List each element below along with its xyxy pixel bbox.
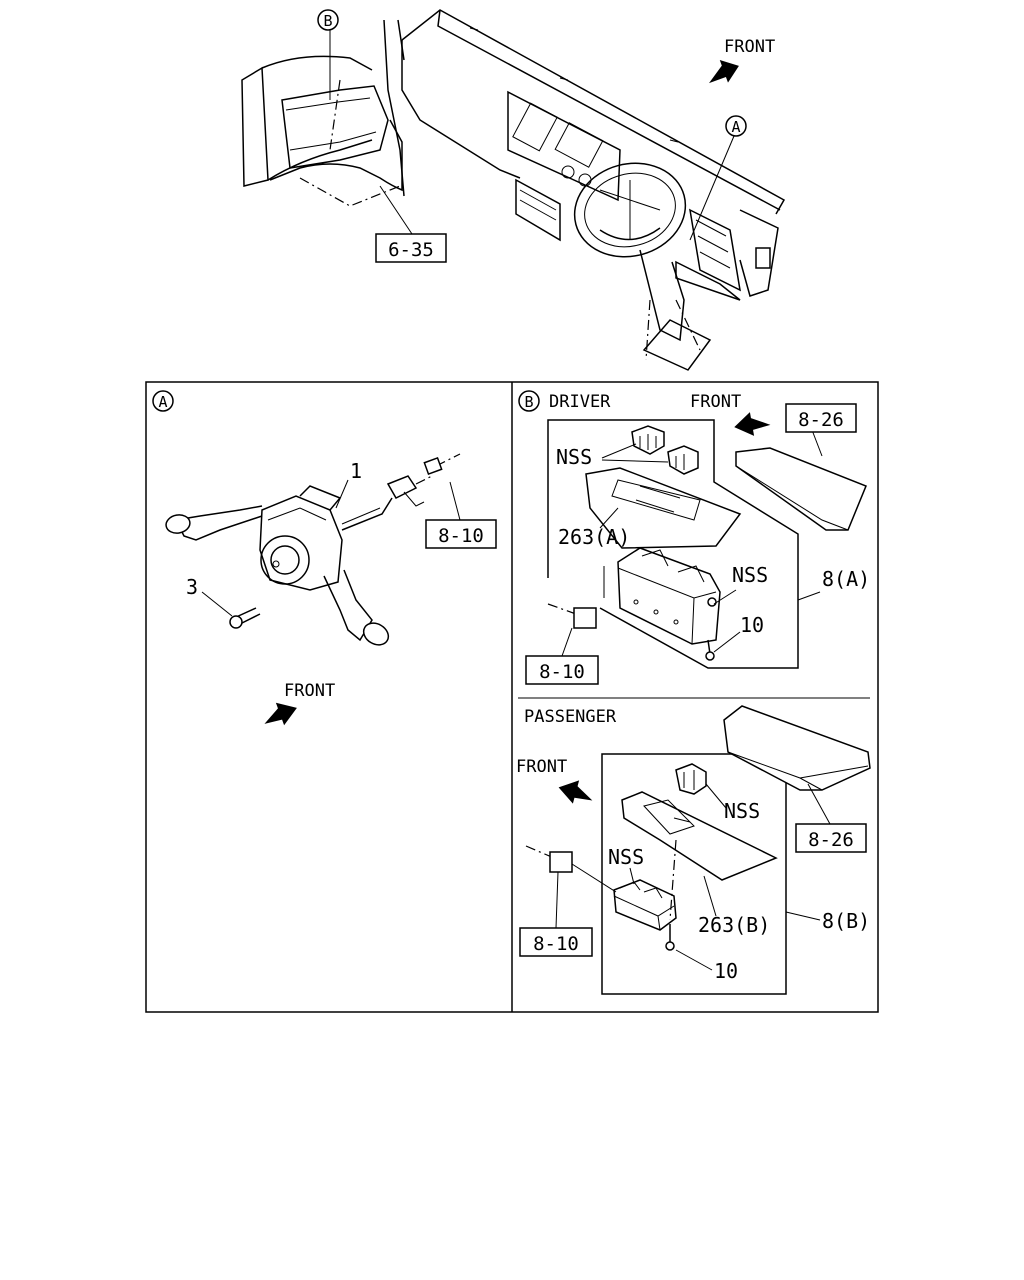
panel-a: A 1 3 8-10 FRONT	[152, 390, 497, 726]
passenger-harness-connector	[549, 851, 573, 873]
passenger-screw-10	[665, 941, 675, 951]
part-263b-label: 263(B)	[698, 913, 770, 937]
svg-text:6-35: 6-35	[388, 239, 434, 261]
driver-harness-connector	[573, 607, 597, 629]
part-1-label: 1	[350, 459, 362, 483]
passenger-assembly-outline	[601, 753, 787, 995]
part-8b-label: 8(B)	[822, 909, 870, 933]
ref-box-8-26-passenger	[795, 823, 867, 853]
ref-box-8-10-driver	[525, 655, 599, 685]
front-arrow-passenger	[558, 780, 593, 804]
passenger-nss-left-label: NSS	[608, 845, 644, 869]
panel-a-callout: A	[158, 393, 167, 411]
part-8a-label: 8(A)	[822, 567, 870, 591]
trim-plate-263b	[621, 791, 778, 881]
driver-nss-top-label: NSS	[556, 445, 592, 469]
passenger-nss-top-label: NSS	[724, 799, 760, 823]
svg-text:8-26: 8-26	[798, 409, 844, 431]
passenger-cover	[723, 705, 871, 791]
panel-b-passenger: PASSENGER FRONT NSS NSS 263(B)	[516, 705, 871, 995]
driver-title: DRIVER	[549, 392, 611, 412]
panel-b-callout: B	[524, 393, 533, 411]
svg-text:8-10: 8-10	[539, 661, 585, 683]
front-label-passenger: FRONT	[516, 757, 567, 777]
ref-box-8-26-driver	[785, 403, 857, 433]
passenger-nss-knob	[675, 763, 707, 795]
svg-text:B: B	[323, 12, 332, 30]
part-263a-label: 263(A)	[558, 525, 630, 549]
ref-box-6-35: 6-35	[375, 233, 447, 263]
svg-text:8-10: 8-10	[438, 525, 484, 547]
front-label-a: FRONT	[284, 681, 335, 701]
callout-b-top: B	[317, 9, 339, 31]
driver-cover	[735, 447, 867, 531]
passenger-title: PASSENGER	[524, 707, 617, 727]
part-3-label: 3	[186, 575, 198, 599]
trim-plate-263a	[585, 467, 742, 549]
driver-part-10-label: 10	[740, 613, 764, 637]
svg-text:8-10: 8-10	[533, 933, 579, 955]
driver-screw-10	[705, 651, 715, 661]
switch-connector	[386, 475, 418, 499]
driver-nss-side-label: NSS	[732, 563, 768, 587]
front-arrow-a	[264, 702, 297, 726]
front-arrow-driver	[734, 412, 771, 436]
svg-text:8-26: 8-26	[808, 829, 854, 851]
front-label-top: FRONT	[724, 37, 775, 57]
svg-text:A: A	[731, 118, 740, 136]
passenger-part-10-label: 10	[714, 959, 738, 983]
nss-knob-2	[667, 445, 699, 475]
lower-stalk	[323, 569, 373, 642]
ref-box-8-10-a	[425, 519, 497, 549]
callout-a-top: A	[725, 115, 747, 137]
driver-switch-body	[617, 547, 721, 645]
combination-switch	[259, 495, 343, 591]
harness-connector	[423, 457, 443, 475]
passenger-switch-body	[613, 879, 677, 931]
panel-b-driver: B DRIVER FRONT NSS 26	[518, 390, 870, 685]
dashboard-overview	[241, 9, 786, 371]
ref-box-8-10-passenger	[519, 927, 593, 957]
driver-assembly-outline	[547, 419, 799, 669]
front-arrow-top	[709, 60, 739, 84]
front-label-driver: FRONT	[690, 392, 741, 412]
